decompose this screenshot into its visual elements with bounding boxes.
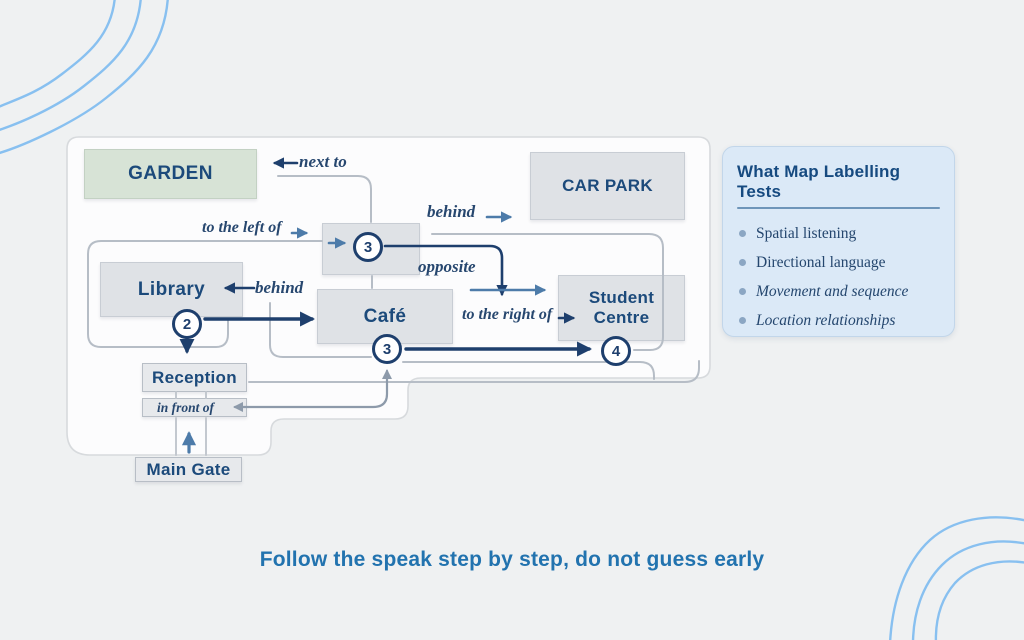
bullet-label: Directional language xyxy=(756,254,886,271)
student-centre-box: Student Centre xyxy=(558,275,685,341)
step-circle-2: 2 xyxy=(172,309,202,339)
car-park-label: CAR PARK xyxy=(562,176,653,195)
behind-top-label: behind xyxy=(427,202,476,221)
bullet-dot-icon xyxy=(739,230,746,237)
in-front-of-label: in front of xyxy=(157,399,215,415)
list-item: Location relationships xyxy=(723,306,954,335)
library-label: Library xyxy=(137,278,206,300)
sidebar-title-underline xyxy=(737,207,940,209)
footer-caption: Follow the speak step by step, do not gu… xyxy=(259,548,765,571)
step-circle-4: 4 xyxy=(601,336,631,366)
step-circle-2-number: 2 xyxy=(182,315,192,333)
bullet-dot-icon xyxy=(739,317,746,324)
wave-lines-top-left xyxy=(0,0,169,155)
garden-label: GARDEN xyxy=(128,163,213,184)
bullet-label: Location relationships xyxy=(756,312,896,329)
route-next-to-to-answer-box xyxy=(277,175,372,223)
opposite-label: opposite xyxy=(418,257,476,276)
main-gate-box: Main Gate xyxy=(135,457,242,482)
to-the-left-of-label: to the left of xyxy=(202,219,282,236)
bullet-dot-icon xyxy=(739,259,746,266)
to-the-right-of-label: to the right of xyxy=(462,306,553,323)
step-circle-3b-number: 3 xyxy=(382,340,392,358)
step-circle-3a-number: 3 xyxy=(363,238,373,256)
step-circle-3-answer-box: 3 xyxy=(353,232,383,262)
student-centre-label: Student Centre xyxy=(588,287,655,327)
library-box: Library xyxy=(100,262,243,317)
reception-label: Reception xyxy=(152,367,237,387)
route-in-front-of-arrow xyxy=(232,368,393,413)
sidebar-title: What Map Labelling Tests xyxy=(737,162,901,201)
garden-box: GARDEN xyxy=(84,149,257,199)
next-to-label: next to xyxy=(299,152,347,171)
in-front-of-strip: in front of xyxy=(142,398,247,417)
cafe-label: Café xyxy=(363,305,407,327)
list-item: Spatial listening xyxy=(723,219,954,248)
behind-mid-label: behind xyxy=(255,278,304,297)
map-labelling-tests-card: What Map Labelling Tests Spatial listeni… xyxy=(722,146,955,337)
main-gate-label: Main Gate xyxy=(146,459,231,479)
bullet-dot-icon xyxy=(739,288,746,295)
bullet-label: Spatial listening xyxy=(756,225,857,242)
wave-lines-bottom-right xyxy=(889,516,1024,640)
reception-box: Reception xyxy=(142,363,247,392)
car-park-box: CAR PARK xyxy=(530,152,685,220)
list-item: Movement and sequence xyxy=(723,277,954,306)
step-circle-4-number: 4 xyxy=(611,342,621,360)
step-circle-3-cafe: 3 xyxy=(372,334,402,364)
list-item: Directional language xyxy=(723,248,954,277)
bullet-label: Movement and sequence xyxy=(756,283,909,300)
route-reception-east xyxy=(248,360,700,383)
